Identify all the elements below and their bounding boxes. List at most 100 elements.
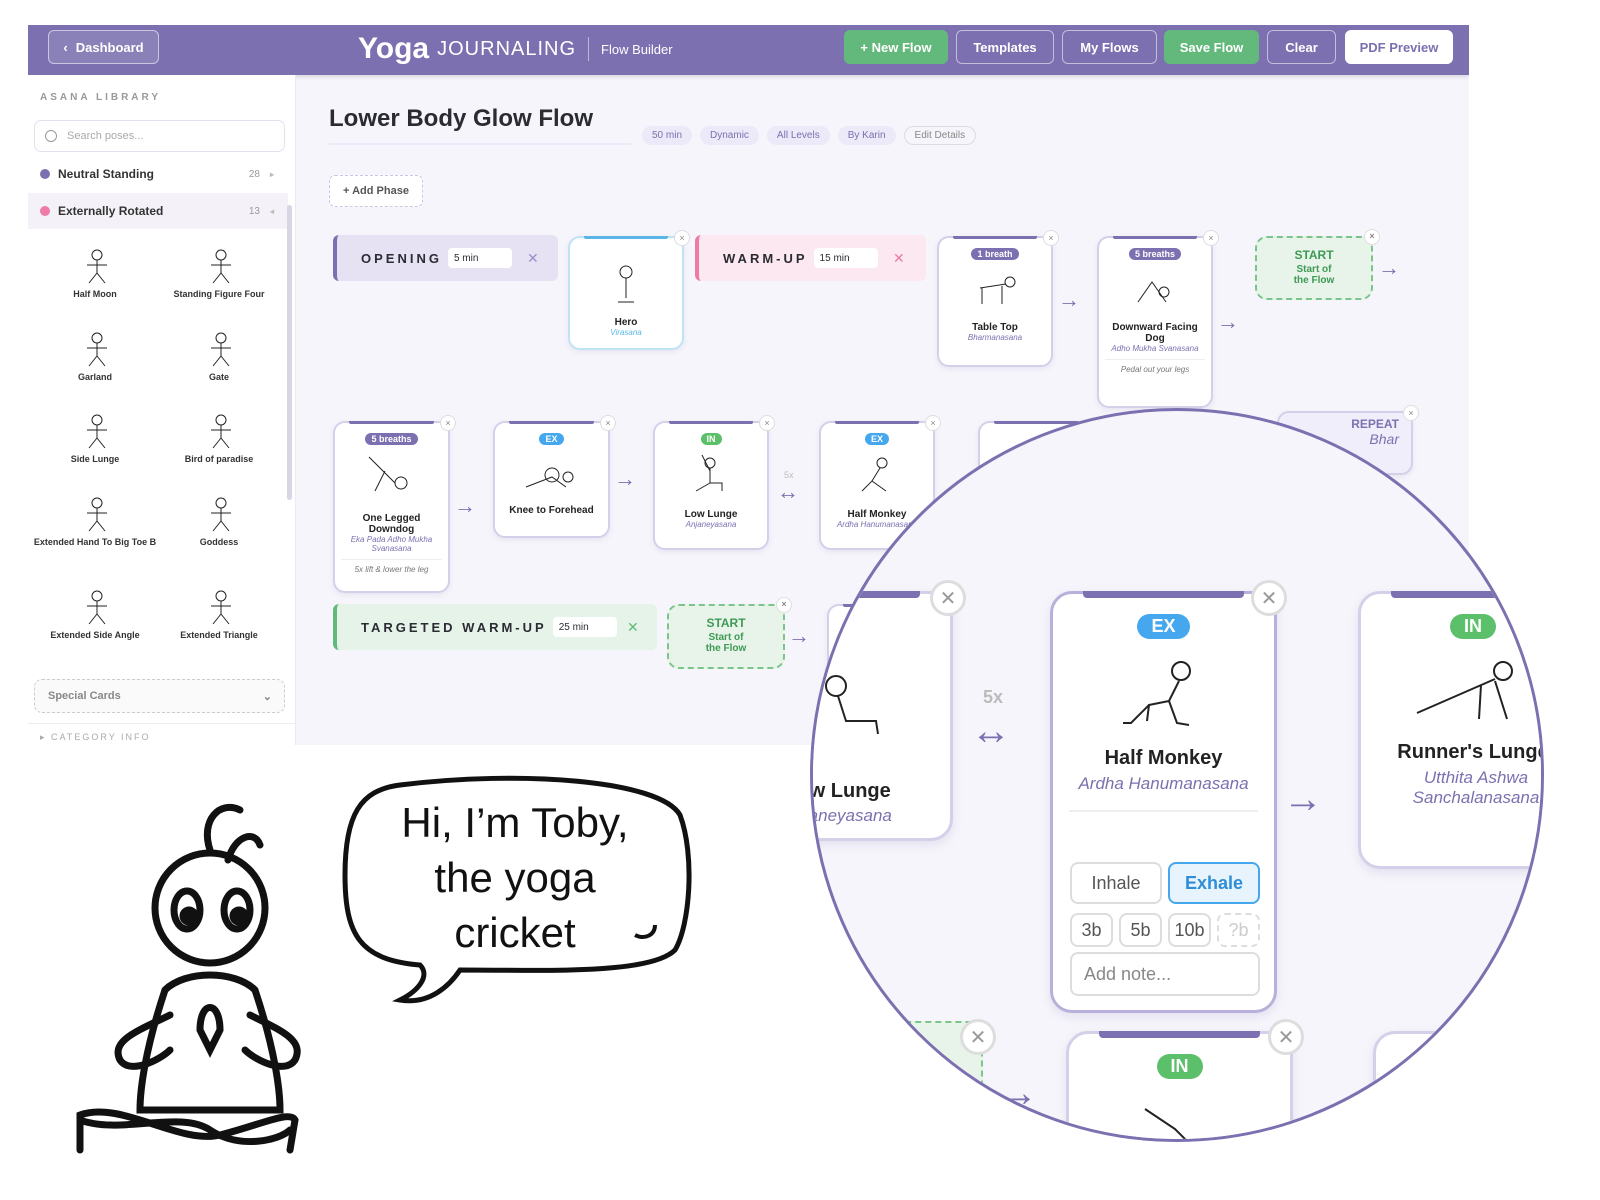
pose-library-item[interactable]: Garland [33,328,157,382]
dashboard-back-button[interactable]: ‹Dashboard [48,30,159,64]
start-card[interactable] [843,1021,983,1139]
remove-phase-icon[interactable]: ✕ [893,249,905,266]
double-arrow-icon[interactable]: ↔ [777,479,799,504]
save-flow-button[interactable]: Save Flow [1164,30,1259,64]
edit-details-button[interactable]: Edit Details [903,126,977,145]
zoomed-card [1373,1031,1541,1139]
asana-library-sidebar: ASANA LIBRARY Search poses... Neutral St… [28,75,296,745]
breath-count-10b[interactable]: 10b [1168,913,1211,947]
close-icon[interactable]: × [776,597,792,613]
sidebar-scrollbar[interactable] [287,205,292,500]
card-top-bar [835,421,919,424]
exhale-badge: EX [1137,614,1190,639]
chevron-down-icon: ⌄ [262,690,272,703]
pose-library-item[interactable]: Gate [157,328,281,382]
special-cards-dropdown[interactable]: Special Cards⌄ [34,679,285,713]
pose-figure-icon [1143,1108,1186,1139]
close-icon[interactable]: × [1364,229,1380,245]
pose-library-item[interactable]: Half Moon [33,245,157,299]
pose-figure-icon [87,249,107,284]
close-icon[interactable]: × [1403,405,1419,421]
pose-figure-icon [87,497,107,532]
close-icon[interactable]: ✕ [1268,1019,1304,1055]
search-input[interactable]: Search poses... [34,120,285,152]
inhale-badge: IN [700,433,722,445]
inhale-badge: IN [1450,614,1496,639]
header: ‹Dashboard Yoga JOURNALING Flow Builder … [28,25,1469,75]
breath-count-5b[interactable]: 5b [1119,913,1162,947]
phase-duration-input[interactable]: 15 min [813,248,878,268]
pose-library-item[interactable]: Goddess [157,493,281,547]
search-icon [45,130,57,142]
my-flows-button[interactable]: My Flows [1062,30,1157,64]
zoomed-card-half-monkey: EX Half Monkey Ardha Hanumanasana Inhale… [1050,591,1277,1013]
pose-library-item[interactable]: Side Lunge [33,410,157,464]
remove-phase-icon[interactable]: ✕ [527,249,539,266]
flow-tags: 50 min Dynamic All Levels By Karin Edit … [642,126,977,145]
close-icon[interactable]: × [759,415,775,431]
card-top-bar [1099,1031,1260,1038]
speech-text: Hi, I’m Toby, the yoga cricket [401,799,629,956]
clear-button[interactable]: Clear [1267,30,1336,64]
pdf-preview-button[interactable]: PDF Preview [1345,30,1453,64]
pose-figure-icon [87,414,107,449]
close-icon[interactable]: × [925,415,941,431]
pose-library-item[interactable]: Bird of paradise [157,410,281,464]
exhale-badge: EX [539,433,564,445]
phase-duration-input[interactable]: 5 min [447,248,512,268]
close-icon[interactable]: × [440,415,456,431]
zoomed-card-low-lunge: Low Lunge Anjaneyasana [813,591,953,841]
close-icon[interactable]: ✕ [1251,580,1287,616]
phase-duration-input[interactable]: 25 min [552,617,617,637]
close-icon[interactable]: ✕ [930,580,966,616]
card-top-bar [669,421,753,424]
card-top-bar [994,421,1078,424]
pose-figure-icon [525,467,573,488]
new-flow-button[interactable]: + New Flow [844,30,948,64]
templates-button[interactable]: Templates [956,30,1054,64]
section-title: Flow Builder [601,41,673,57]
pose-figure-icon [368,456,407,492]
close-icon[interactable]: ✕ [960,1019,996,1055]
breath-count-custom[interactable]: ?b [1217,913,1260,947]
double-arrow-icon[interactable]: ↔ [971,709,1011,753]
repeat-count-label: 5x [784,470,794,480]
breath-count-3b[interactable]: 3b [1070,913,1113,947]
toby-cricket-mascot-icon [76,803,301,1154]
flow-title: Lower Body Glow Flow [329,105,631,145]
pose-figure-icon [211,590,231,625]
close-icon[interactable]: × [1043,230,1059,246]
arrow-right-icon: → [788,623,810,648]
exhale-button[interactable]: Exhale [1168,862,1260,904]
pose-library-item[interactable]: Extended Side Angle [33,586,157,640]
add-phase-button[interactable]: + Add Phase [329,175,423,207]
close-icon[interactable]: × [600,415,616,431]
pose-library-item[interactable]: Standing Figure Four [157,245,281,299]
pose-figure-icon [211,414,231,449]
remove-phase-icon[interactable]: ✕ [627,618,639,635]
pose-library-item[interactable]: Extended Hand To Big Toe B [33,493,157,547]
category-info-toggle[interactable]: ▸ CATEGORY INFO [28,723,296,745]
pose-library-item[interactable]: Extended Triangle [157,586,281,640]
category-dot [40,206,50,216]
arrow-right-icon: → [1058,287,1080,312]
close-icon[interactable]: × [1203,230,1219,246]
note-input[interactable]: Add note... [1070,952,1260,996]
inhale-button[interactable]: Inhale [1070,862,1162,904]
close-icon[interactable]: × [674,230,690,246]
pose-figure-icon [618,265,634,303]
flow-builder-app: ‹Dashboard Yoga JOURNALING Flow Builder … [28,25,1469,745]
sidebar-title: ASANA LIBRARY [40,92,162,103]
arrow-right-icon: → [998,1071,1038,1115]
arrow-right-icon: → [1283,777,1323,821]
